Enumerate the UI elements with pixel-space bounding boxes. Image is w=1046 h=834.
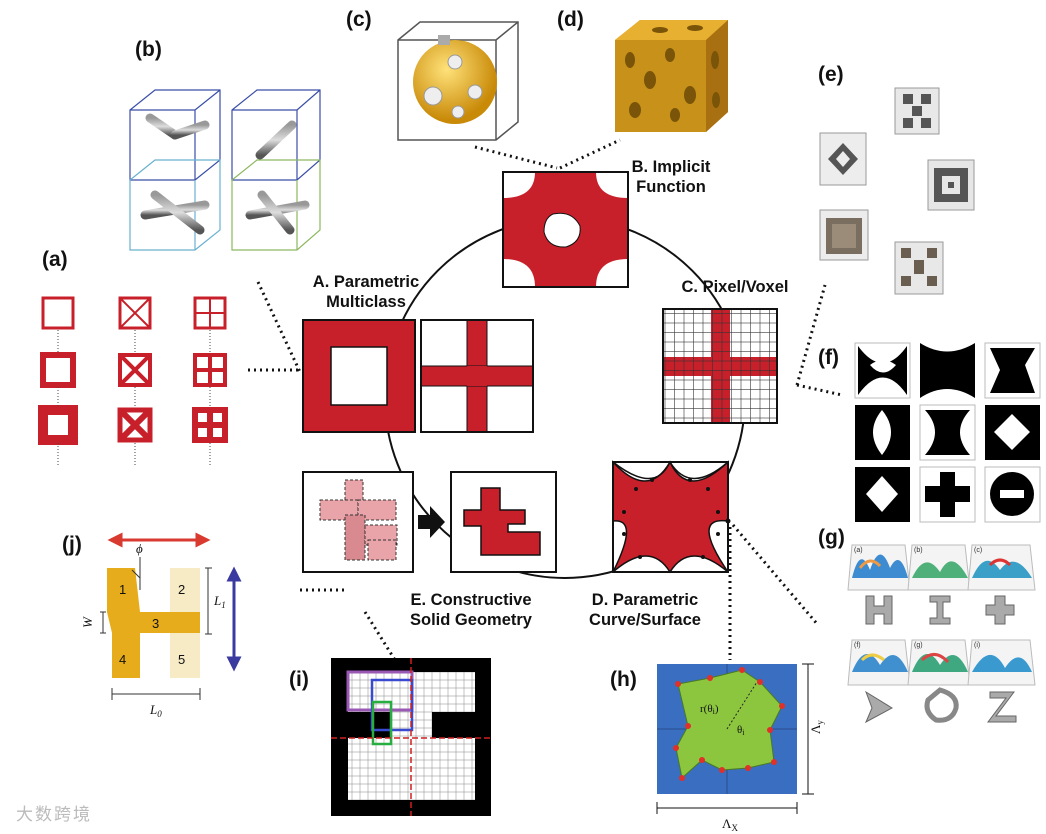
csg-after-tile: [450, 471, 557, 573]
panel-e-voxel-cubes: [819, 87, 975, 295]
panel-j-L1: L1: [213, 593, 226, 610]
panel-g-surface-plots: (a) (b) (c) (f) (g) (i): [847, 544, 1036, 724]
panel-j-phi: ϕ: [136, 541, 143, 556]
watermark: 大数跨境: [16, 805, 92, 825]
panel-label-h: (h): [610, 668, 637, 691]
panel-h-lambda-x: ΛX: [722, 816, 738, 833]
category-c-label: C. Pixel/Voxel: [660, 277, 810, 297]
panel-a-grid: [38, 296, 228, 445]
panel-label-f: (f): [818, 346, 839, 369]
panel-g-sub-a: (a): [854, 547, 863, 554]
dotted-connectors: [248, 138, 843, 661]
panel-h-radius-label: r(θi): [700, 703, 719, 716]
implicit-function-tile: [502, 171, 629, 288]
panel-label-i: (i): [289, 668, 309, 691]
panel-label-a: (a): [42, 248, 68, 271]
category-a-line2: Multiclass: [326, 293, 406, 311]
panel-label-e: (e): [818, 63, 844, 86]
panel-g-sub-f: (f): [854, 642, 861, 649]
panel-i-csg-grid: [331, 658, 491, 816]
panel-c-implicit-cube: [397, 21, 519, 141]
category-a-label: A. Parametric Multiclass: [296, 272, 436, 312]
panel-h-lambda-y: Λy: [808, 720, 825, 734]
panel-label-d: (d): [557, 8, 584, 31]
panel-f-topology-grid: [854, 342, 1041, 523]
panel-j-resonator: ϕ 1 2 3 4 5 L1 W L0: [80, 532, 242, 719]
parametric-cross-tile: [420, 319, 534, 433]
csg-arrow-icon: [418, 506, 445, 538]
pixel-voxel-tile: [662, 308, 778, 424]
panel-b-lattice-cubes: [129, 89, 321, 251]
parametric-square-tile: [302, 319, 416, 433]
panel-g-sub-c: (c): [974, 547, 982, 554]
category-e-line1: E. Constructive: [410, 591, 532, 609]
panel-j-seg-4: 4: [119, 652, 126, 667]
panel-g-sub-g: (g): [914, 642, 923, 649]
category-d-line1: D. Parametric: [591, 591, 699, 609]
category-a-line1: A. Parametric: [312, 273, 420, 291]
panel-g-sub-i: (i): [974, 642, 980, 649]
panel-d-gyroid-cube: [615, 20, 728, 132]
category-b-line2: Function: [636, 178, 706, 196]
csg-before-tile: [302, 471, 414, 573]
category-d-label: D. Parametric Curve/Surface: [570, 590, 720, 630]
panel-j-L0: L0: [149, 702, 162, 719]
panel-j-seg-2: 2: [178, 582, 185, 597]
category-b-label: B. Implicit Function: [606, 157, 736, 197]
panel-a-dots: [57, 330, 211, 466]
panel-label-j: (j): [62, 533, 82, 556]
category-d-line2: Curve/Surface: [589, 611, 701, 629]
panel-label-g: (g): [818, 526, 845, 549]
parametric-curve-tile: [612, 460, 731, 574]
panel-h-theta-label: θi: [737, 724, 745, 737]
panel-j-seg-5: 5: [178, 652, 185, 667]
panel-h-polar-shape: r(θi) θi ΛX Λy: [656, 663, 825, 833]
category-b-line1: B. Implicit: [631, 158, 711, 176]
panel-g-sub-b: (b): [914, 547, 923, 554]
panel-j-seg-3: 3: [152, 616, 159, 631]
category-e-line2: Solid Geometry: [410, 611, 532, 629]
panel-j-seg-1: 1: [119, 582, 126, 597]
panel-label-b: (b): [135, 38, 162, 61]
panel-label-c: (c): [346, 8, 372, 31]
panel-j-W: W: [80, 616, 95, 628]
category-e-label: E. Constructive Solid Geometry: [386, 590, 556, 630]
category-c-line1: C. Pixel/Voxel: [681, 278, 789, 296]
